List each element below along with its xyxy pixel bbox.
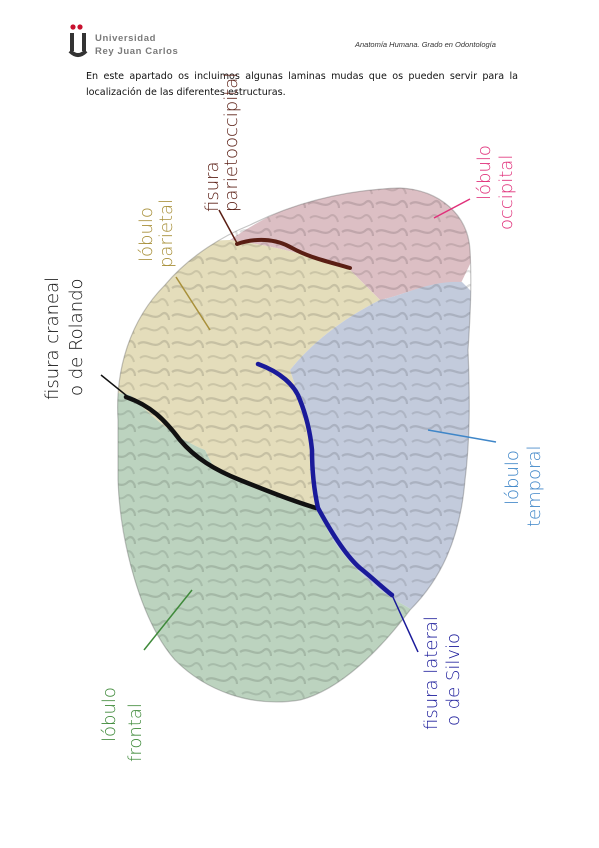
intro-line2: localización de las diferentes estructur…: [86, 87, 286, 98]
rolando-label-1: fisura craneal: [42, 277, 63, 400]
temporal-label: lóbulo temporal: [502, 445, 545, 527]
frontal-label: lóbulo frontal: [99, 687, 146, 762]
parietal-label-2: parietal: [156, 199, 177, 268]
rolando-leader: [100, 374, 128, 397]
urjc-logo-icon: [68, 24, 88, 57]
silvio-label-2: o de Silvio: [443, 633, 464, 726]
rolando-fissure: [123, 394, 319, 511]
parietooccipital-leader: [218, 209, 239, 246]
frontal-label-1: lóbulo: [99, 687, 120, 742]
intro-paragraph: En este apartado os incluimos algunas la…: [86, 69, 518, 101]
occipital-label-1: lóbulo: [474, 145, 495, 200]
parietooccipital-fissure: [235, 237, 352, 270]
parietal-label-1: lóbulo: [136, 207, 157, 262]
university-logo: Universidad Rey Juan Carlos: [68, 22, 218, 62]
occipital-label-2: occipital: [496, 155, 517, 230]
parietal-leader: [175, 276, 211, 331]
frontal-leader: [143, 589, 193, 651]
rolando-label-2: o de Rolando: [66, 278, 87, 396]
course-title: Anatomía Humana. Grado en Odontología: [355, 40, 496, 49]
temporal-label-2: temporal: [524, 445, 545, 527]
occipital-label: lóbulo occipital: [474, 145, 517, 230]
university-line1: Universidad: [95, 33, 156, 44]
university-line2: Rey Juan Carlos: [95, 46, 179, 57]
frontal-label-2: frontal: [125, 703, 146, 762]
university-name: Universidad Rey Juan Carlos: [95, 32, 178, 58]
temporal-leader: [427, 429, 497, 443]
parietal-label: lóbulo parietal: [136, 199, 177, 268]
silvio-label-1: fisura lateral: [421, 616, 442, 730]
rolando-label: fisura craneal o de Rolando: [42, 277, 87, 400]
silvio-label: fisura lateral o de Silvio: [421, 616, 464, 730]
brain-lobes: [117, 188, 471, 702]
temporal-label-1: lóbulo: [502, 450, 523, 505]
silvio-fissure: [255, 361, 395, 598]
parietooccipital-label-2: parietooccipital: [221, 73, 242, 212]
occipital-leader: [433, 198, 471, 219]
parietooccipital-label-1: fisura: [202, 161, 223, 212]
parietooccipital-label: fisura parietooccipital: [202, 73, 242, 212]
brain-outline: [117, 187, 472, 703]
intro-line1: En este apartado os incluimos algunas la…: [86, 71, 518, 82]
silvio-leader: [391, 594, 419, 653]
